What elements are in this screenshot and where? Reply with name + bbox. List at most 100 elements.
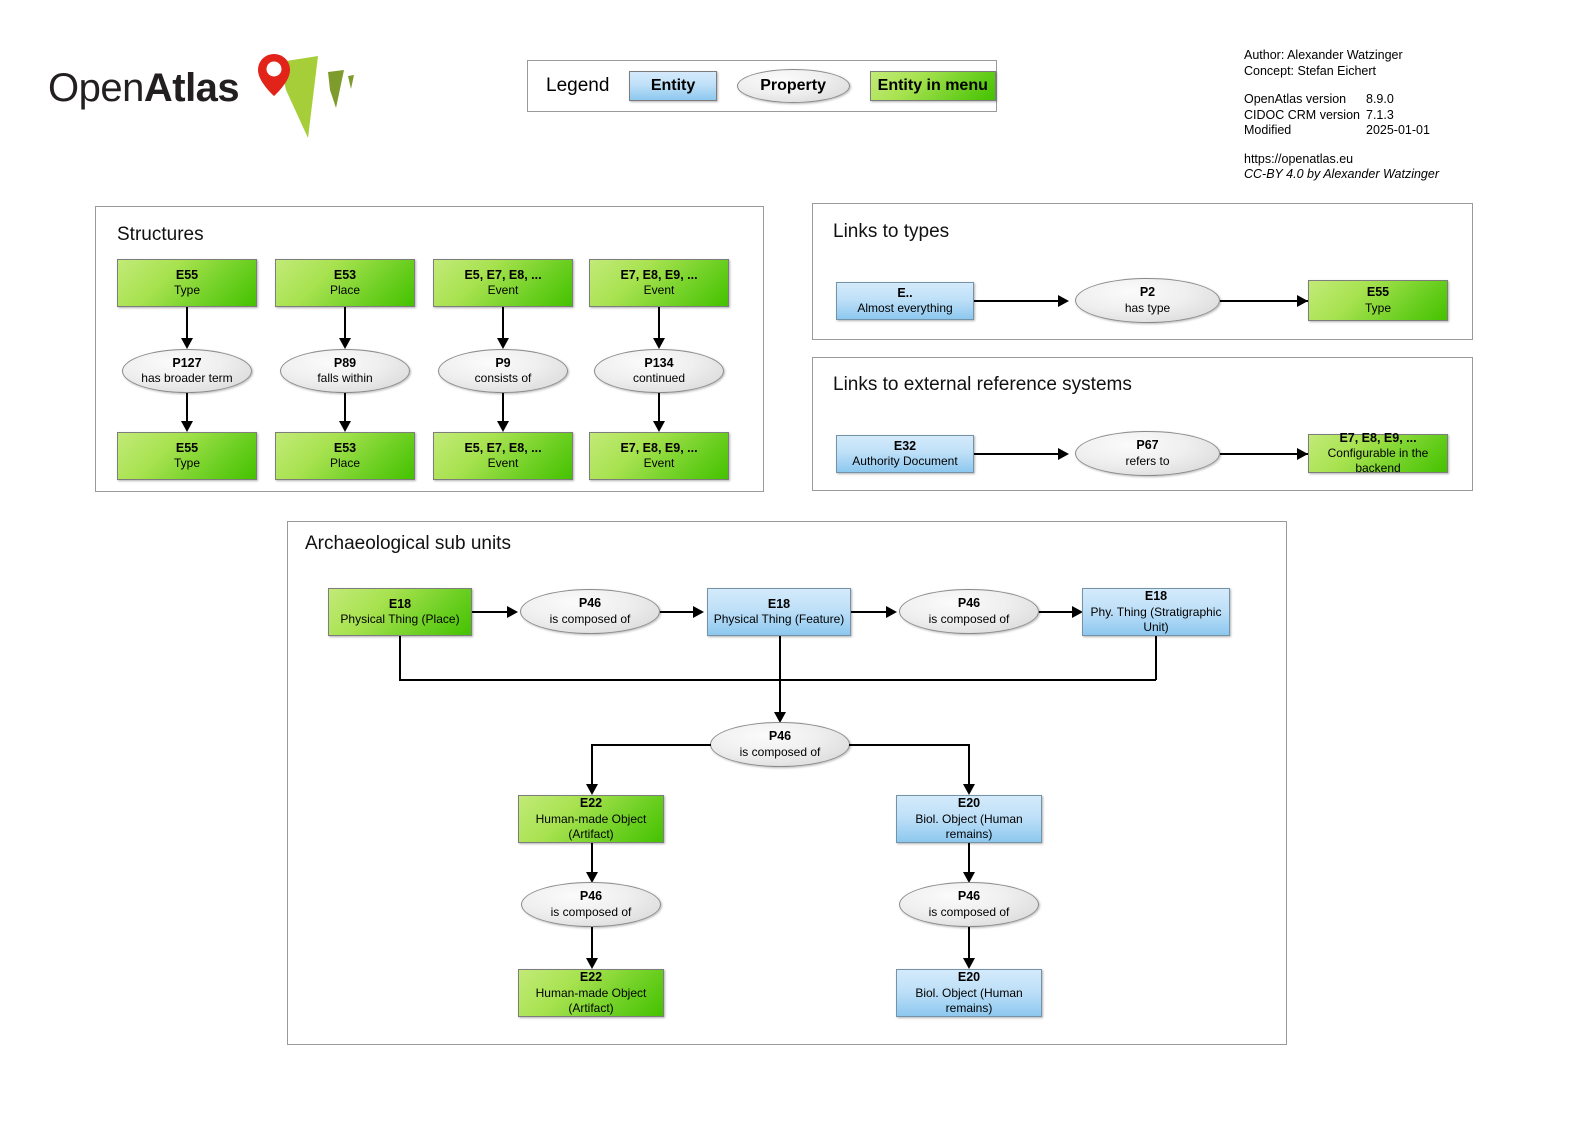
connector <box>399 636 401 680</box>
node-name: is composed of <box>928 904 1010 919</box>
node-arch-place[interactable]: E18 Physical Thing (Place) <box>328 588 472 636</box>
node-structures-2-property[interactable]: P9 consists of <box>438 349 568 393</box>
node-name: Configurable in the backend <box>1327 446 1429 476</box>
node-name: Physical Thing (Feature) <box>713 612 845 627</box>
node-code: E53 <box>333 267 357 282</box>
logo-word-atlas: Atlas <box>143 66 240 110</box>
arrowhead <box>496 338 509 349</box>
legend-chip-entity: Entity <box>629 71 717 101</box>
connector <box>399 679 1156 681</box>
meta-url[interactable]: https://openatlas.eu <box>1244 151 1354 166</box>
node-name: Event <box>643 456 675 471</box>
node-arch-prop-artifact[interactable]: P46 is composed of <box>521 882 661 927</box>
node-name: Type <box>173 283 200 298</box>
node-types-property[interactable]: P2 has type <box>1075 278 1220 323</box>
connector <box>968 744 970 790</box>
node-arch-artifact[interactable]: E22 Human-made Object (Artifact) <box>518 795 664 843</box>
node-ers-target[interactable]: E7, E8, E9, ... Configurable in the back… <box>1308 431 1448 476</box>
node-types-source[interactable]: E.. Almost everything <box>836 282 974 320</box>
node-name: Place <box>329 456 361 471</box>
node-code: E55 <box>175 440 199 455</box>
node-arch-feature[interactable]: E18 Physical Thing (Feature) <box>707 588 851 636</box>
arrowhead <box>962 958 975 969</box>
node-structures-0-target[interactable]: E55 Type <box>117 432 257 480</box>
node-arch-human-remains[interactable]: E20 Biol. Object (Human remains) <box>896 795 1042 843</box>
node-ers-source[interactable]: E32 Authority Document <box>836 435 974 473</box>
node-structures-3-source[interactable]: E7, E8, E9, ... Event <box>589 259 729 307</box>
node-arch-prop-place-feature[interactable]: P46 is composed of <box>520 589 660 634</box>
connector <box>344 393 346 427</box>
node-structures-1-source[interactable]: E53 Place <box>275 259 415 307</box>
node-name: is composed of <box>549 611 631 626</box>
node-code: E7, E8, E9, ... <box>620 440 698 455</box>
logo-word-open: Open <box>48 66 144 110</box>
node-code: E7, E8, E9, ... <box>620 267 698 282</box>
node-arch-prop-central[interactable]: P46 is composed of <box>710 722 850 767</box>
node-name: falls within <box>317 371 373 386</box>
meta-license: CC-BY 4.0 by Alexander Watzinger <box>1244 167 1440 181</box>
meta-openatlas-version-value: 8.9.0 <box>1366 92 1394 106</box>
legend-chip-property: Property <box>736 69 850 103</box>
panel-archaeological-title: Archaeological sub units <box>305 533 511 554</box>
arrowhead <box>962 872 975 883</box>
arrowhead <box>507 605 518 618</box>
node-name: Authority Document <box>852 454 958 469</box>
node-structures-2-target[interactable]: E5, E7, E8, ... Event <box>433 432 573 480</box>
connector <box>1220 300 1308 302</box>
node-code: E18 <box>767 596 791 611</box>
meta-concept: Concept: Stefan Eichert <box>1244 63 1377 78</box>
node-name: Human-made Object (Artifact) <box>535 811 647 841</box>
meta-author: Author: Alexander Watzinger <box>1244 48 1403 62</box>
node-name: Event <box>487 456 519 471</box>
connector <box>186 393 188 427</box>
node-ers-property[interactable]: P67 refers to <box>1075 431 1220 476</box>
arrowhead <box>962 784 975 795</box>
legend-label: Legend <box>546 75 610 96</box>
node-code: P46 <box>957 889 981 904</box>
node-structures-1-target[interactable]: E53 Place <box>275 432 415 480</box>
arrowhead <box>1297 447 1308 460</box>
node-structures-0-property[interactable]: P127 has broader term <box>122 349 252 393</box>
node-name: Biol. Object (Human remains) <box>915 985 1023 1015</box>
arrowhead <box>1072 605 1083 618</box>
connector <box>186 307 188 343</box>
arrowhead <box>585 872 598 883</box>
arrowhead <box>1058 294 1069 307</box>
node-code: E18 <box>1144 589 1168 604</box>
node-structures-2-source[interactable]: E5, E7, E8, ... Event <box>433 259 573 307</box>
node-code: P9 <box>495 355 511 370</box>
node-arch-prop-human-remains[interactable]: P46 is composed of <box>899 882 1039 927</box>
node-name: refers to <box>1125 453 1170 468</box>
node-code: E20 <box>957 796 981 811</box>
connector <box>658 307 660 343</box>
node-code: P89 <box>333 355 357 370</box>
node-code: P46 <box>579 889 603 904</box>
node-arch-human-remains-sub[interactable]: E20 Biol. Object (Human remains) <box>896 969 1042 1017</box>
arrowhead <box>585 958 598 969</box>
node-arch-stratigraphic[interactable]: E18 Phy. Thing (Stratigraphic Unit) <box>1082 588 1230 636</box>
node-structures-3-property[interactable]: P134 continued <box>594 349 724 393</box>
node-structures-1-property[interactable]: P89 falls within <box>280 349 410 393</box>
legend-chip-entity-in-menu: Entity in menu <box>869 71 996 101</box>
node-structures-0-source[interactable]: E55 Type <box>117 259 257 307</box>
node-name: has broader term <box>141 371 233 386</box>
connector <box>1039 611 1079 613</box>
node-types-target[interactable]: E55 Type <box>1308 280 1448 321</box>
node-code: P46 <box>957 596 981 611</box>
node-arch-prop-feature-strat[interactable]: P46 is composed of <box>899 589 1039 634</box>
panel-structures-title: Structures <box>117 224 204 245</box>
node-name: Type <box>173 456 200 471</box>
node-code: P2 <box>1139 285 1156 300</box>
arrowhead <box>496 421 509 432</box>
meta-modified-label: Modified <box>1244 123 1292 137</box>
node-code: E5, E7, E8, ... <box>464 440 542 455</box>
node-code: E55 <box>1366 285 1390 300</box>
meta-openatlas-version-label: OpenAtlas version <box>1244 92 1347 106</box>
node-name: Human-made Object (Artifact) <box>535 985 647 1015</box>
node-arch-artifact-sub[interactable]: E22 Human-made Object (Artifact) <box>518 969 664 1017</box>
arrowhead <box>886 605 897 618</box>
connector <box>472 611 514 613</box>
arrowhead <box>652 421 665 432</box>
connector <box>344 307 346 343</box>
node-structures-3-target[interactable]: E7, E8, E9, ... Event <box>589 432 729 480</box>
